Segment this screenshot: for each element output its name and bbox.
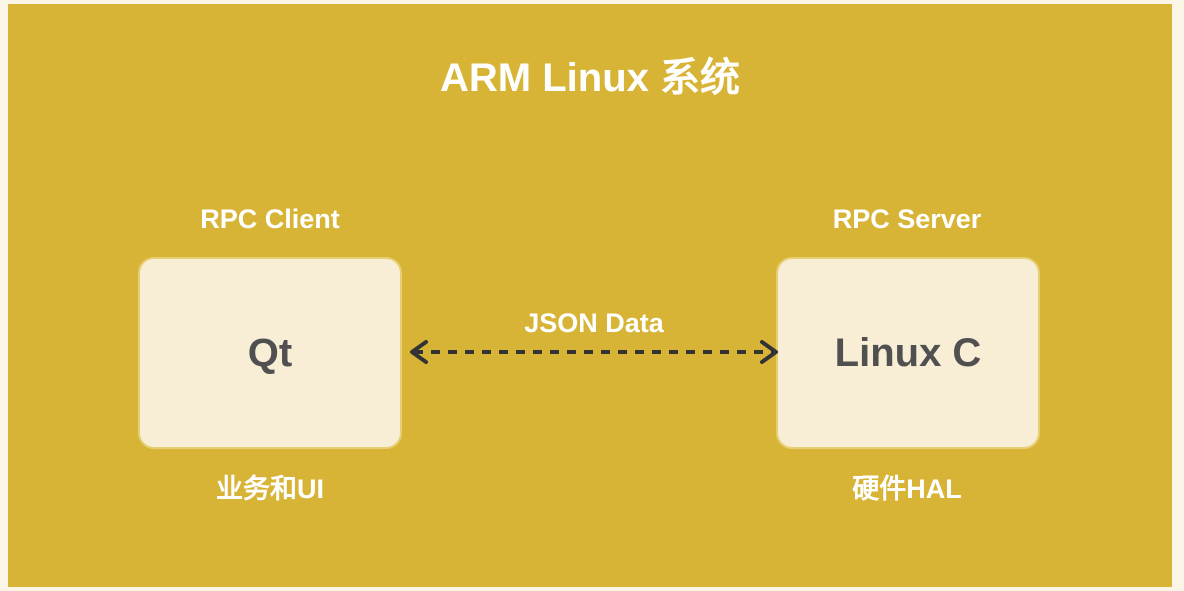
server-role-label: RPC Server [832, 204, 982, 234]
server-caption: 硬件HAL [852, 474, 962, 504]
bidirectional-arrow [410, 340, 778, 364]
server-node: Linux C [776, 257, 1040, 449]
client-caption: 业务和UI [216, 474, 324, 504]
client-role-label: RPC Client [200, 204, 340, 234]
system-container: ARM Linux 系统 RPC Client RPC Server Qt Li… [8, 4, 1172, 587]
system-title: ARM Linux 系统 [440, 56, 740, 100]
client-node-label: Qt [247, 330, 293, 375]
arrowhead-left-icon [410, 340, 428, 364]
link-label: JSON Data [524, 308, 664, 338]
server-node-label: Linux C [834, 330, 982, 375]
client-node: Qt [138, 257, 402, 449]
arrowhead-right-icon [760, 340, 778, 364]
